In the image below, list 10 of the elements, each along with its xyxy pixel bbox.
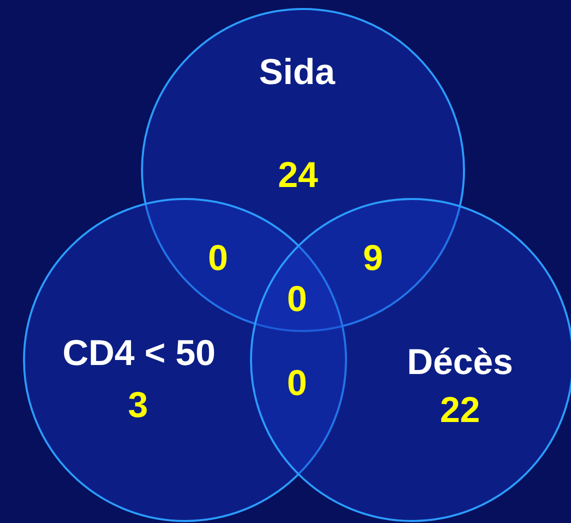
set-name: Sida [258, 54, 336, 90]
count-value: 3 [128, 387, 148, 423]
count-value: 22 [440, 392, 480, 428]
overlap-count: 0 [286, 281, 308, 317]
set-name: Décès [406, 344, 514, 380]
overlap-count: 9 [362, 240, 384, 276]
count-value: 24 [278, 157, 318, 193]
overlap-count: 0 [208, 240, 228, 276]
set-name: CD4 < 50 [62, 335, 216, 371]
overlap-count: 0 [286, 365, 308, 401]
